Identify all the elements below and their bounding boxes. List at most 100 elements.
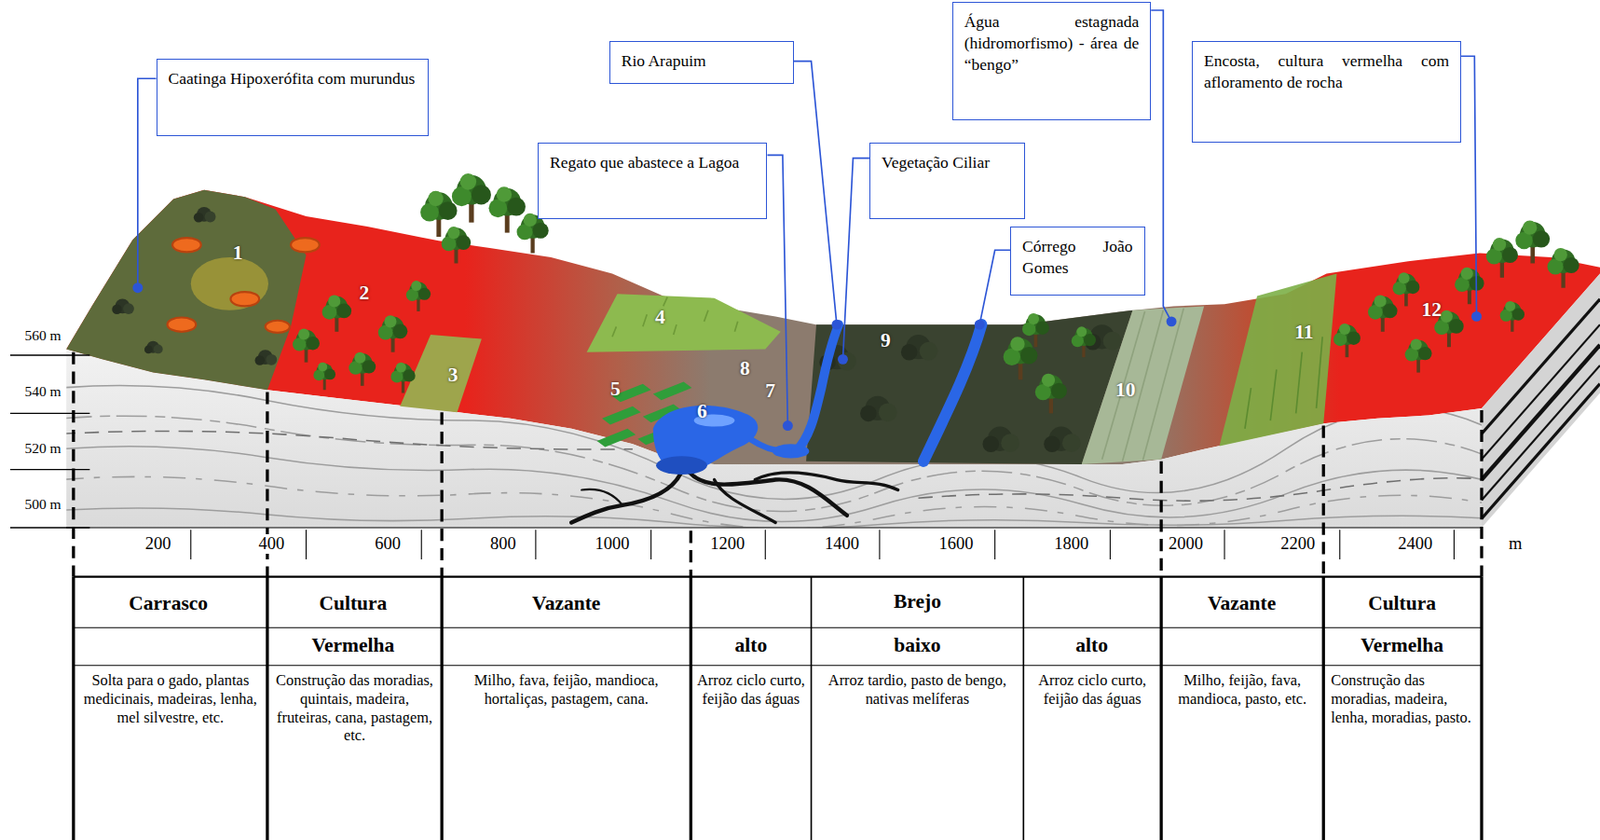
- callout-number: 12: [1422, 298, 1443, 322]
- table-header: Vazante: [532, 591, 601, 616]
- axis-line: [66, 526, 1482, 528]
- tree: [1367, 294, 1398, 331]
- fracture: [754, 472, 898, 490]
- table-header: baixo: [893, 633, 941, 657]
- tree: [1392, 272, 1420, 306]
- caatinga-clearing: [191, 257, 269, 311]
- callout-box: Caatinga Hipoxerófita com murundus: [156, 58, 429, 136]
- callout-text: Córrego João Gomes: [1022, 235, 1134, 279]
- table-grid: [73, 576, 1482, 840]
- stratum-line: [918, 478, 1491, 501]
- tree: [1486, 237, 1518, 278]
- grass-texture: [612, 297, 739, 338]
- stream: [923, 324, 982, 462]
- elevation-label: 520 m: [22, 439, 63, 457]
- crop-plot: [597, 428, 637, 448]
- axis-tick: [1109, 529, 1111, 560]
- stratum-line: [1481, 365, 1600, 501]
- table-column: [71, 576, 75, 840]
- callout-text: Caatinga Hipoxerófita com murundus: [168, 68, 417, 90]
- callout-text: Regato que abastece a Lagoa: [549, 151, 755, 174]
- callout-number: 8: [739, 356, 751, 381]
- shrub: [144, 341, 164, 355]
- table-rule: [73, 664, 1482, 666]
- tree: [1515, 219, 1550, 263]
- zone-divider: [689, 530, 693, 576]
- callout-text: Encosta, cultura vermelha com aflorament…: [1203, 50, 1450, 94]
- tree: [406, 280, 431, 312]
- fracture: [714, 479, 777, 523]
- zone-divider: [1159, 461, 1163, 577]
- table-cell: Milho, fava, feijão, mandioca, hortaliça…: [445, 670, 687, 708]
- callout-number: 5: [610, 377, 621, 401]
- tree: [1003, 336, 1039, 380]
- forest-canopy: [1043, 426, 1081, 452]
- stratum-line: [61, 446, 1491, 522]
- distance-label: 600: [371, 533, 404, 554]
- distance-label: 800: [487, 533, 520, 554]
- grass-texture: [1244, 336, 1323, 429]
- stratum-line: [61, 507, 1491, 529]
- axis-tick: [190, 529, 192, 560]
- tree: [1500, 300, 1525, 332]
- table-cell: Solta para o gado, plantas medicinais, m…: [77, 670, 264, 726]
- table-cell: Arroz ciclo curto, feijão das águas: [694, 670, 807, 708]
- table-cell: Construção das moradias, madeira, lenha,…: [1326, 670, 1478, 726]
- callout-text: Vegetação Ciliar: [881, 151, 1014, 174]
- tree: [441, 226, 472, 263]
- table-header: alto: [735, 633, 768, 657]
- callout-number: 11: [1294, 320, 1313, 344]
- murundu: [167, 316, 197, 331]
- distance-label: 1800: [1051, 533, 1092, 554]
- crop-plot: [653, 381, 693, 400]
- callout-number: 7: [765, 379, 776, 403]
- axis-tick: [650, 529, 652, 560]
- axis-tick: [1339, 529, 1341, 560]
- tree: [1405, 338, 1433, 372]
- tree: [348, 352, 376, 386]
- fracture: [571, 471, 682, 523]
- callout-number: 3: [448, 363, 459, 387]
- callout-box: Vegetação Ciliar: [869, 142, 1026, 219]
- callout-text: Água estagnada (hidromorfismo) - área de…: [964, 11, 1140, 75]
- table-rule: [73, 627, 1482, 629]
- distance-label: 1600: [936, 533, 977, 554]
- table-cell: Arroz ciclo curto, feijão das águas: [1026, 670, 1158, 708]
- caatinga-zone: [66, 190, 306, 391]
- murundu: [290, 237, 320, 252]
- tree: [1071, 326, 1096, 357]
- table-header: alto: [1075, 633, 1108, 657]
- table-cell: Arroz tardio, pasto de bengo, nativas me…: [815, 670, 1021, 708]
- leader-line: [842, 158, 869, 360]
- zone-divider: [1479, 410, 1483, 576]
- table-header: Vazante: [1207, 591, 1276, 616]
- tree: [313, 362, 336, 391]
- callout-box: Encosta, cultura vermelha com aflorament…: [1191, 41, 1462, 143]
- callout-number: 10: [1115, 378, 1136, 402]
- wetland-texture: [1102, 308, 1185, 462]
- table-header: Cultura: [318, 591, 387, 616]
- axis-tick: [1453, 529, 1455, 560]
- tree: [390, 362, 415, 394]
- table-column: [265, 576, 269, 840]
- leader-dot: [831, 319, 842, 330]
- forest-canopy: [901, 334, 938, 360]
- axis-tick: [534, 529, 536, 560]
- stratum-line: [1481, 324, 1600, 460]
- table-rule: [73, 574, 1482, 577]
- elevation-line: [10, 354, 90, 356]
- table-header: Vermelha: [1360, 633, 1444, 657]
- callout-number: 4: [655, 305, 666, 329]
- distance-label: 2400: [1394, 533, 1436, 554]
- leader-dot: [837, 354, 848, 365]
- table-column: [1159, 576, 1163, 840]
- axis-tick: [1223, 529, 1225, 560]
- table-column: [1322, 576, 1326, 840]
- elevation-label: 500 m: [22, 495, 63, 513]
- table-cell: Milho, feijão, fava, mandioca, pasto, et…: [1164, 670, 1320, 708]
- distance-label: 1000: [592, 533, 633, 554]
- callout-box: Água estagnada (hidromorfismo) - área de…: [952, 1, 1152, 121]
- axis-tick: [994, 529, 996, 560]
- zone-divider: [440, 411, 444, 576]
